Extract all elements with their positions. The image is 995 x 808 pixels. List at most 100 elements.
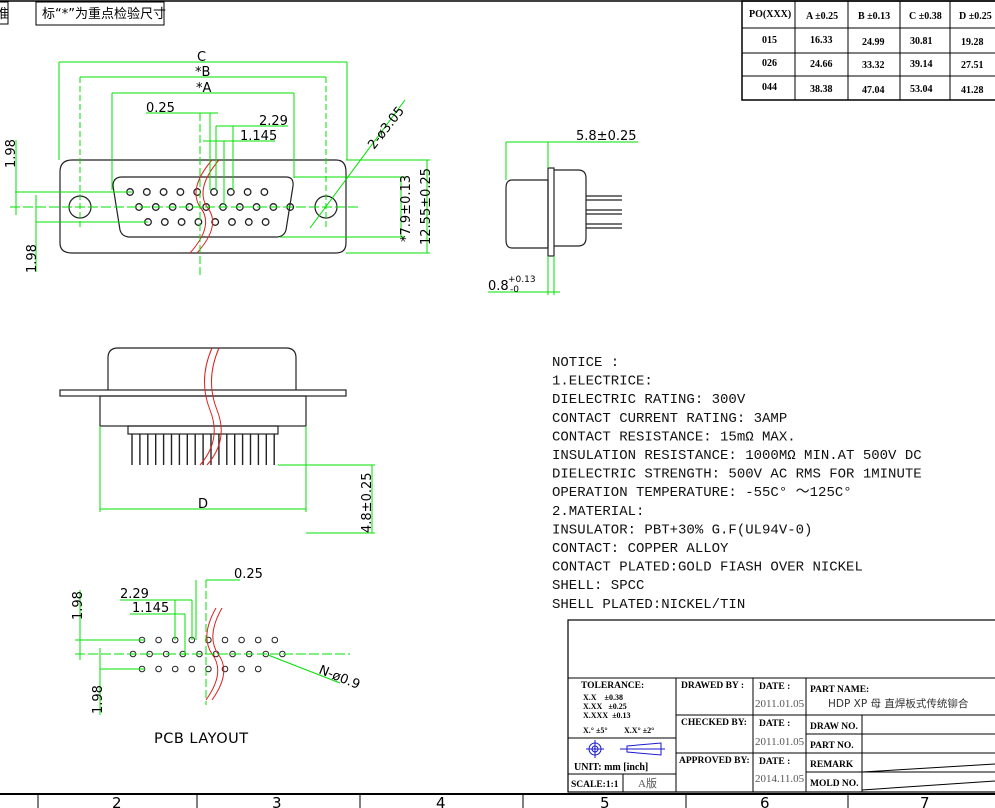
table-cell: 47.04 (862, 85, 885, 96)
part-name-label: PART NAME: (810, 685, 869, 695)
pin (159, 188, 168, 196)
table-header: D ±0.25 (959, 11, 992, 22)
notice-line: CONTACT RESISTANCE: 15mΩ MAX. (552, 429, 796, 445)
table-cell: 30.81 (910, 36, 933, 47)
notice-line: CONTACT: COPPER ALLOY (552, 541, 729, 557)
pin (211, 218, 220, 226)
pcb-hole (155, 636, 162, 644)
pin (228, 218, 236, 226)
dim-pcb-row-top: 1.98 (71, 591, 86, 620)
dim-0.25: 0.25 (146, 101, 175, 116)
pin (226, 188, 235, 196)
pcb-hole (238, 665, 245, 673)
sheet-ruler: 2 3 4 5 6 7 (0, 793, 995, 808)
date-label: DATE : (759, 682, 790, 692)
dim-b: *B (195, 65, 210, 80)
table-header: C ±0.38 (909, 11, 942, 22)
ruler-label: 2 (112, 794, 122, 808)
title-block: TOLERANCE: X.X ±0.38 X.XX ±0.25 X.XXX ±0… (567, 619, 995, 793)
pcb-hole (221, 665, 229, 673)
tolerance-xxxx: X.XXX ±0.13 (583, 711, 631, 720)
approved-date: 2014.11.05 (755, 773, 805, 785)
notice-line: CONTACT PLATED:GOLD FIASH OVER NICKEL (552, 560, 863, 576)
table-cell: 27.51 (961, 60, 984, 71)
pin (160, 218, 169, 226)
unit-label: UNIT: mm [inch] (574, 762, 648, 773)
pin-legs (131, 434, 275, 465)
pcb-hole (221, 636, 229, 644)
notice-line: 2.MATERIAL: (552, 504, 644, 520)
tolerance-label: TOLERANCE: (581, 681, 644, 691)
projection-symbol-icon (586, 740, 665, 758)
ruler-label: 7 (920, 794, 930, 808)
ruler-label: 6 (760, 794, 770, 808)
dim-flange-tol-plus: +0.13 (508, 275, 536, 285)
pin (210, 188, 218, 196)
tolerance-xxx: X.XX ±0.25 (583, 702, 627, 711)
table-cell: 19.28 (961, 37, 984, 48)
ruler-label: 4 (436, 794, 446, 808)
dim-hole: 2-ø3.05 (365, 104, 408, 153)
pcb-hole (188, 665, 196, 673)
dim-row-top: 1.98 (4, 139, 19, 168)
pin (261, 218, 270, 226)
dim-flange-tol-minus: -0 (510, 285, 519, 295)
table-header: B ±0.13 (858, 11, 890, 22)
approved-by-label: APPROVED BY: (679, 756, 750, 766)
ruler-label: 5 (600, 794, 610, 808)
notice-line: DIELECTRIC STRENGTH: 500V AC RMS FOR 1MI… (552, 467, 922, 483)
pcb-hole (254, 636, 262, 644)
notice-line: NOTICE : (552, 355, 619, 371)
draw-no-label: DRAW NO. (810, 722, 858, 732)
notice-line: CONTACT CURRENT RATING: 3AMP (552, 411, 787, 427)
dim-height-outer: 12.55±0.25 (419, 168, 434, 245)
table-cell: 38.38 (810, 84, 833, 95)
part-no-label: PART NO. (810, 741, 854, 751)
checked-by-label: CHECKED BY: (681, 718, 747, 728)
version-label: A版 (638, 776, 657, 790)
table-header: PO(XXX) (749, 9, 791, 20)
notice-line: INSULATION RESISTANCE: 1000MΩ MIN.AT 500… (552, 448, 922, 464)
remark-label: REMARK (810, 760, 854, 770)
table-cell: 015 (762, 35, 777, 46)
pcb-layout-title: PCB LAYOUT (154, 731, 249, 747)
notice-line: SHELL PLATED:NICKEL/TIN (552, 597, 745, 613)
dim-pin-length: 4.8±0.25 (360, 472, 375, 533)
pin (177, 218, 186, 226)
table-cell: 41.28 (961, 85, 984, 96)
checked-date: 2011.01.05 (755, 736, 805, 748)
pcb-hole (271, 636, 279, 644)
header-left-fragment: 准 (0, 1, 9, 25)
dim-c: C (197, 50, 206, 65)
dim-pcb-0.25: 0.25 (234, 567, 263, 582)
spec-table: PO(XXX) A ±0.25 B ±0.13 C ±0.38 D ±0.25 … (741, 0, 995, 101)
pin (142, 188, 151, 196)
dim-1.145: 1.145 (240, 129, 277, 144)
pcb-hole (155, 665, 162, 673)
dim-a: *A (196, 81, 212, 96)
notice-line: 1.ELECTRICE: (552, 374, 653, 390)
dim-d: D (198, 497, 208, 512)
dim-pcb-hole: N-ø0.9 (317, 663, 363, 693)
inspection-note: 标“*”为重点检验尺寸 (42, 6, 166, 22)
date-label: DATE : (759, 757, 790, 767)
notice-line: DIELECTRIC RATING: 300V (552, 392, 746, 408)
table-cell: 24.66 (810, 59, 833, 70)
pin (194, 218, 203, 226)
notice-line: OPERATION TEMPERATURE: -55C° ～125C° (552, 485, 852, 501)
tolerance-angle-1: X.° ±5° (583, 726, 608, 735)
table-cell: 53.04 (910, 84, 933, 95)
table-header: A ±0.25 (806, 11, 838, 22)
pin (176, 188, 185, 196)
dim-height-inner: *7.9±0.13 (399, 175, 414, 242)
front-view: C *B *A 0.25 2.29 1.145 2-ø3.05 *7.9±0.1… (4, 50, 434, 278)
drawed-date: 2011.01.05 (755, 698, 805, 710)
table-cell: 24.99 (862, 37, 885, 48)
dim-depth: 5.8±0.25 (576, 129, 637, 144)
pcb-hole (238, 636, 245, 644)
table-cell: 026 (762, 58, 777, 69)
inspection-note-box: 标“*”为重点检验尺寸 (35, 1, 166, 26)
dim-row-bottom: 1.98 (25, 244, 40, 273)
table-cell: 39.14 (910, 59, 933, 70)
